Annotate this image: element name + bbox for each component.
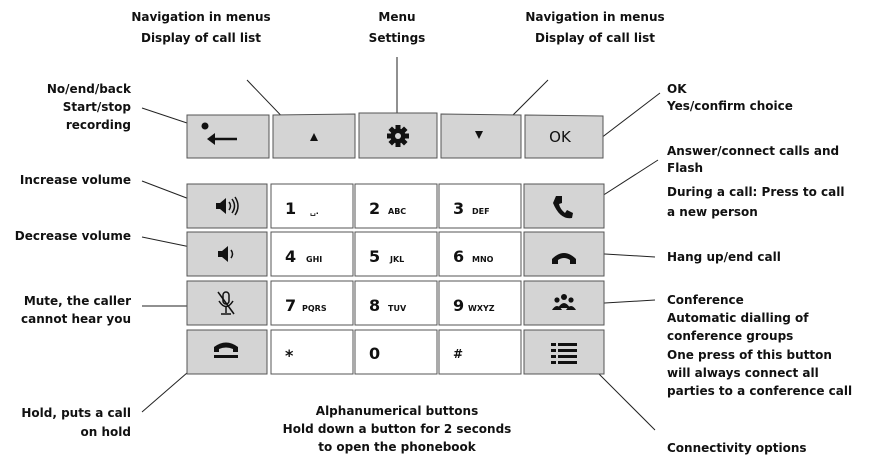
callout-connectivity: Connectivity options [667, 441, 807, 455]
key-3-number: 3 [453, 199, 464, 218]
callout-menu-line2: Settings [369, 31, 426, 45]
callout-answer-line4: a new person [667, 205, 758, 219]
hash-key[interactable] [438, 329, 522, 375]
down-key[interactable] [440, 113, 522, 159]
key-4-number: 4 [285, 247, 296, 266]
key-8-letters: TUV [388, 304, 407, 313]
callout-answer-line2: Flash [667, 161, 703, 175]
key-5-letters: JKL [389, 255, 404, 264]
numeric-keypad: 1 ␣. 2 ABC 3 DEF 4 GHI 5 JKL 6 MNO 7 PQR… [270, 183, 522, 375]
callout-mute-line2: cannot hear you [21, 312, 131, 326]
callout-hold-line1: Hold, puts a call [21, 406, 131, 420]
hold-key[interactable] [186, 329, 268, 375]
callout-conference-line2: Automatic dialling of [667, 311, 809, 325]
handset-answer-icon [553, 196, 573, 219]
callout-conference-line3: conference groups [667, 329, 793, 343]
digit-key-0[interactable] [354, 329, 438, 375]
handset-hold-icon [214, 342, 238, 358]
callout-hold-line2: on hold [81, 425, 131, 439]
callout-decrease-volume: Decrease volume [15, 229, 131, 243]
key-4-letters: GHI [306, 255, 322, 264]
key-1-letters: ␣. [310, 207, 319, 216]
back-key[interactable] [186, 114, 270, 159]
ok-key-label: OK [549, 128, 572, 146]
key-star-label: * [285, 346, 294, 365]
key-5-number: 5 [369, 247, 380, 266]
key-9-number: 9 [453, 296, 464, 315]
digit-key-9[interactable] [438, 280, 522, 326]
key-6-letters: MNO [472, 255, 494, 264]
callout-back-line3: recording [66, 118, 131, 132]
navigation-row: OK [186, 112, 604, 159]
back-arrow-with-dot-icon [201, 122, 237, 145]
callout-back-line2: Start/stop [63, 100, 132, 114]
callout-labels: Navigation in menus Display of call list… [15, 10, 852, 455]
callout-alphanumeric-line3: to open the phonebook [318, 440, 477, 454]
gear-icon [387, 125, 409, 147]
list-options-icon [551, 343, 577, 364]
speaker-soft-icon [218, 246, 234, 262]
volume-up-key[interactable] [186, 183, 268, 229]
key-7-letters: PQRS [302, 304, 327, 313]
callout-nav-left-line2: Display of call list [141, 31, 261, 45]
star-key[interactable] [270, 329, 354, 375]
callout-mute-line1: Mute, the caller [24, 294, 131, 308]
mute-key[interactable] [186, 280, 268, 326]
triangle-up-icon [310, 133, 318, 141]
digit-key-1[interactable] [270, 183, 354, 229]
callout-increase-volume: Increase volume [20, 173, 131, 187]
digit-key-6[interactable] [438, 231, 522, 277]
key-2-letters: ABC [388, 207, 406, 216]
digit-key-5[interactable] [354, 231, 438, 277]
handset-hangup-icon [552, 253, 576, 264]
key-3-letters: DEF [472, 207, 490, 216]
key-8-number: 8 [369, 296, 380, 315]
callout-conference-line4: One press of this button [667, 348, 832, 362]
left-function-keys [186, 183, 268, 375]
right-function-keys [523, 183, 605, 375]
callout-alphanumeric-line2: Hold down a button for 2 seconds [283, 422, 512, 436]
callout-alphanumeric-line1: Alphanumerical buttons [316, 404, 478, 418]
callout-conference-line6: parties to a conference call [667, 384, 852, 398]
callout-menu-line1: Menu [378, 10, 415, 24]
speaker-loud-icon [216, 196, 239, 216]
callout-conference-line5: will always connect all [667, 366, 819, 380]
callout-answer-line3: During a call: Press to call [667, 185, 844, 199]
triangle-down-icon [475, 131, 483, 139]
key-6-number: 6 [453, 247, 464, 266]
callout-back-line1: No/end/back [47, 82, 132, 96]
people-group-icon [552, 294, 576, 310]
key-hash-label: # [453, 347, 463, 361]
callout-answer-line1: Answer/connect calls and [667, 144, 839, 158]
digit-key-2[interactable] [354, 183, 438, 229]
muted-microphone-icon [217, 291, 235, 315]
key-9-letters: WXYZ [468, 304, 495, 313]
digit-key-3[interactable] [438, 183, 522, 229]
callout-ok-line2: Yes/confirm choice [666, 99, 793, 113]
callout-hang-up: Hang up/end call [667, 250, 781, 264]
key-2-number: 2 [369, 199, 380, 218]
answer-key[interactable] [523, 183, 605, 229]
digit-key-8[interactable] [354, 280, 438, 326]
callout-nav-right-line2: Display of call list [535, 31, 655, 45]
callout-nav-left-line1: Navigation in menus [131, 10, 270, 24]
callout-conference-line1: Conference [667, 293, 744, 307]
digit-key-7[interactable] [270, 280, 354, 326]
ok-key[interactable] [524, 114, 604, 159]
key-7-number: 7 [285, 296, 296, 315]
callout-nav-right-line1: Navigation in menus [525, 10, 664, 24]
key-0-number: 0 [369, 344, 380, 363]
callout-ok-line1: OK [667, 82, 687, 96]
digit-key-4[interactable] [270, 231, 354, 277]
key-1-number: 1 [285, 199, 296, 218]
